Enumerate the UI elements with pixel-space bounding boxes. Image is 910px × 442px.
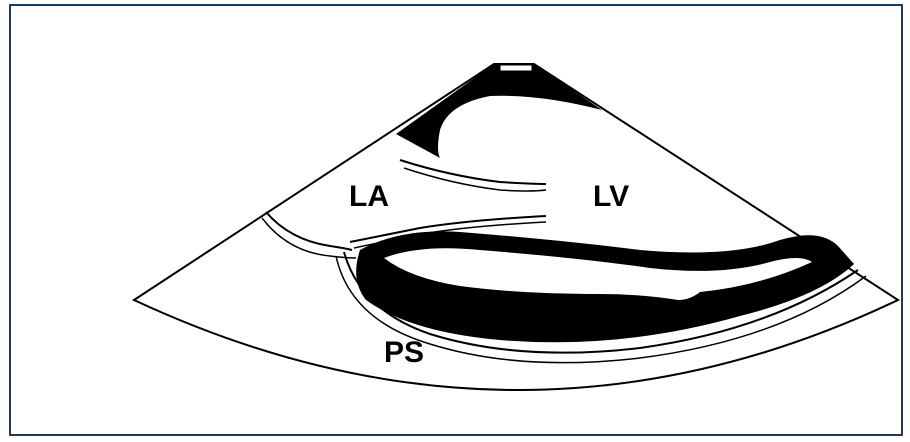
label-left-atrium: LA xyxy=(349,180,389,213)
label-left-ventricle: LV xyxy=(593,180,629,213)
transducer-tip xyxy=(500,65,532,71)
label-pericardial-space: PS xyxy=(384,336,424,369)
